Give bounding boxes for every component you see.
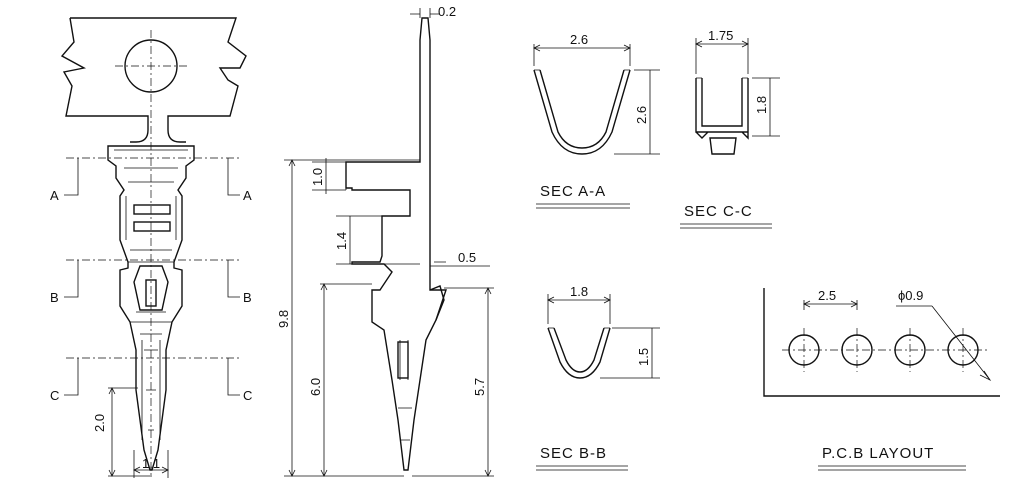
section-mark-a-right: A [243,188,252,203]
dim-pin-visible: 5.7 [472,378,487,396]
front-view: A A B B C C 2.0 1.1 [50,17,252,478]
side-profile [345,17,447,471]
section-aa: 2.6 2.6 SEC A-A [533,32,660,209]
dim-pcb-hole: ϕ0.9 [898,288,923,303]
dim-tip-offset: 0.5 [458,250,476,265]
section-cc-profile [695,78,749,155]
section-mark-c-right: C [243,388,252,403]
section-mark-b-left: B [50,290,59,305]
section-mark-c-left: C [50,388,59,403]
caption-sec-cc: SEC C-C [684,203,753,220]
dim-bb-width: 1.8 [570,284,588,299]
caption-sec-aa: SEC A-A [540,183,606,200]
pilot-hole [124,39,178,93]
caption-pcb-layout: P.C.B LAYOUT [822,445,934,462]
section-mark-a-left: A [50,188,59,203]
caption-sec-bb: SEC B-B [540,445,607,462]
dim-aa-height: 2.6 [634,106,649,124]
section-bb-profile [547,327,611,379]
dim-gap: 1.4 [334,232,349,250]
pcb-edge [763,288,1000,397]
section-mark-b-right: B [243,290,252,305]
dim-cc-height: 1.8 [754,96,769,114]
section-bb: 1.8 1.5 SEC B-B [536,284,660,471]
dim-pin-length: 6.0 [308,378,323,396]
dim-total-length: 9.8 [276,310,291,328]
carrier-strip [60,17,247,143]
section-cc: 1.75 1.8 SEC C-C [680,28,780,229]
dim-pcb-pitch: 2.5 [818,288,836,303]
dim-bb-height: 1.5 [636,348,651,366]
section-aa-profile [533,69,631,155]
dim-aa-width: 2.6 [570,32,588,47]
pcb-layout: 2.5 ϕ0.9 P.C.B LAYOUT [763,288,1000,471]
dim-flange: 1.0 [310,168,325,186]
dim-cc-width: 1.75 [708,28,733,43]
dim-tip-width: 1.1 [142,456,160,471]
side-view: 0.2 1.0 1.4 0.5 9.8 6.0 5.7 [276,4,494,477]
dim-thickness: 0.2 [438,4,456,19]
dim-tip-length: 2.0 [92,414,107,432]
